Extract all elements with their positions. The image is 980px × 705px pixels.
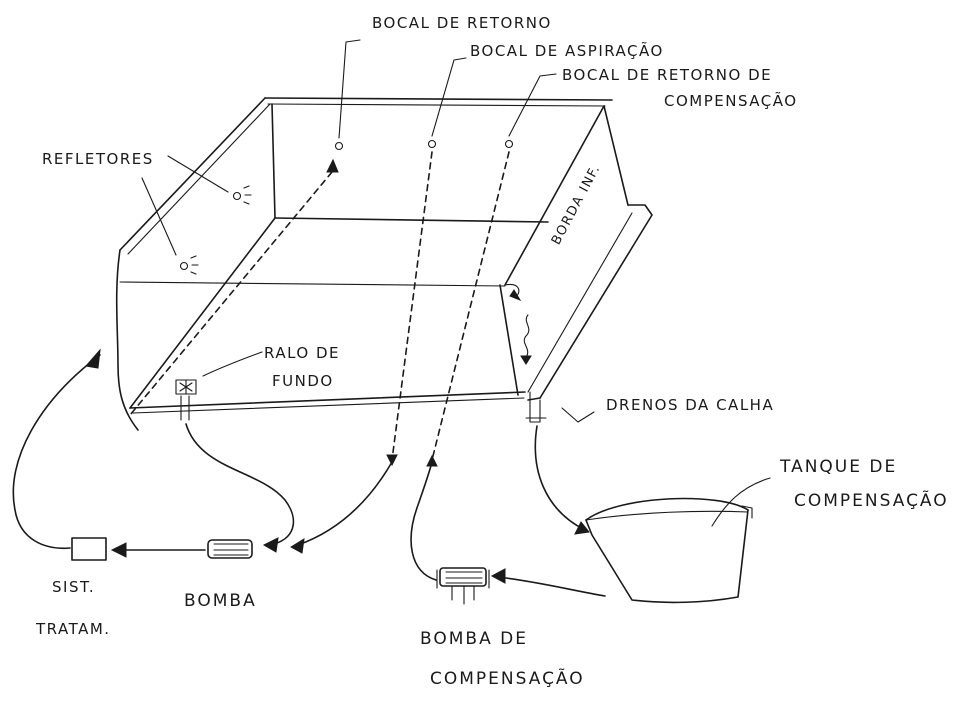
compensation-pump-to-pool-pipe <box>410 461 437 581</box>
overflow-squiggle-head <box>520 355 532 365</box>
aspiracao-leader <box>431 57 467 137</box>
pool-front-top-edge <box>129 391 526 409</box>
refletores-leader-2 <box>141 177 177 256</box>
return-pipe-solid <box>297 461 393 546</box>
compensation-return-nozzle <box>504 139 514 149</box>
gutter-outer-edge <box>539 204 653 399</box>
gutter-to-tank-arrow <box>574 521 590 535</box>
label-bocal-retorno-comp-2: COMPENSAÇÃO <box>664 92 798 110</box>
label-bocal-aspiracao: BOCAL DE ASPIRAÇÃO <box>470 42 664 60</box>
refletores-leader-1 <box>167 155 229 193</box>
gutter-inner-edge <box>527 212 633 393</box>
pool-left-wall-top-edge <box>119 97 266 251</box>
drain-to-pump-pipe <box>185 423 295 546</box>
compensation-tank <box>585 497 753 604</box>
overflow-squiggle <box>523 314 530 358</box>
label-refletores: REFLETORES <box>42 150 154 168</box>
gutter-to-tank-pipe <box>534 425 586 531</box>
label-sist-tratam-1: SIST. <box>52 578 96 596</box>
return-pipe-dashed <box>129 171 333 416</box>
return-nozzle <box>334 141 344 151</box>
compensation-pipe-dashed <box>431 151 510 461</box>
pool-right-wall-edge <box>504 105 605 286</box>
reflector-2 <box>179 255 199 275</box>
label-bomba-comp-2: COMPENSAÇÃO <box>430 669 585 689</box>
label-bomba-comp-1: BOMBA DE <box>420 629 528 649</box>
label-tanque-comp-1: TANQUE DE <box>780 457 898 477</box>
suction-pipe-dashed <box>391 151 433 461</box>
main-drain <box>175 379 197 421</box>
pool-right-vertical-edge <box>499 284 519 396</box>
gutter-drain <box>525 391 547 423</box>
pool-back-wall-top-edge <box>264 97 613 101</box>
label-bomba: BOMBA <box>184 591 257 611</box>
pool-waterline <box>119 281 506 287</box>
pool-back-right-corner <box>603 105 629 206</box>
pool-left-floor-line <box>129 217 276 409</box>
return-solid-arrow <box>290 538 305 554</box>
pool-left-wall-top-edge-inner <box>127 103 271 255</box>
overflow-arrow-head <box>509 289 522 302</box>
compensation-pump <box>436 567 490 605</box>
pool-back-left-corner <box>271 103 276 219</box>
label-ralo-fundo-2: FUNDO <box>272 372 334 390</box>
treatment-return-arrow <box>85 348 101 369</box>
drenos-leader <box>561 407 595 423</box>
tank-to-comp-pump-arrow <box>490 568 506 584</box>
reflector-1 <box>232 185 252 205</box>
return-pipe-arrow <box>326 158 339 173</box>
label-drenos-calha: DRENOS DA CALHA <box>606 396 775 414</box>
retorno-leader <box>338 39 361 139</box>
label-bocal-retorno: BOCAL DE RETORNO <box>372 14 552 32</box>
label-ralo-fundo-1: RALO DE <box>264 344 341 362</box>
pump <box>207 539 253 559</box>
pump-to-treatment-arrow <box>110 542 127 558</box>
gutter <box>504 204 653 401</box>
pool-outer-left-wall <box>115 249 139 431</box>
tank-leader <box>711 477 771 527</box>
suction-arrow-down <box>386 454 398 467</box>
retorno-comp-leader <box>508 73 557 137</box>
ralo-leader <box>202 351 263 377</box>
treatment-return-pipe <box>12 354 101 550</box>
drain-to-pump-arrow <box>262 537 279 553</box>
label-tanque-comp-2: COMPENSAÇÃO <box>794 491 949 511</box>
pool-back-floor-line <box>274 217 549 223</box>
pool-front-edge-inner <box>132 397 525 414</box>
pool-structure <box>119 97 629 414</box>
suction-nozzle <box>427 139 437 149</box>
compensation-pipe-arrow-up <box>426 454 438 467</box>
treatment-system-box <box>71 537 107 561</box>
label-sist-tratam-2: TRATAM. <box>36 620 111 638</box>
tank-to-comp-pump-pipe <box>497 576 606 597</box>
pool-back-wall-top-edge-inner <box>267 103 606 107</box>
label-bocal-retorno-comp-1: BOCAL DE RETORNO DE <box>562 66 773 84</box>
